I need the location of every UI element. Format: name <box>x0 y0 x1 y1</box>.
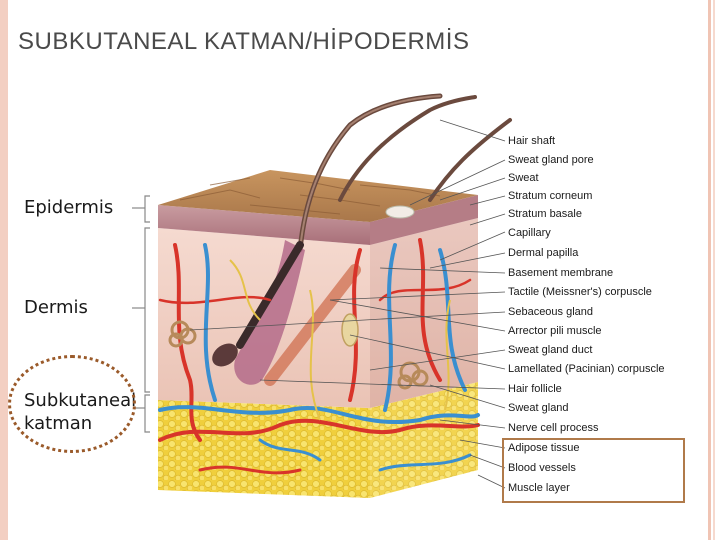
label-sweat: Sweat <box>508 172 539 184</box>
dermis-label: Dermis <box>24 297 88 318</box>
label-hair-follicle: Hair follicle <box>508 383 562 395</box>
label-lamellated-corpuscle: Lamellated (Pacinian) corpuscle <box>508 363 665 375</box>
epidermis-label: Epidermis <box>24 197 113 218</box>
label-hair-shaft: Hair shaft <box>508 135 555 147</box>
label-sebaceous-gland: Sebaceous gland <box>508 306 593 318</box>
label-sweat-gland-pore: Sweat gland pore <box>508 154 594 166</box>
label-dermal-papilla: Dermal papilla <box>508 247 578 259</box>
label-basement-membrane: Basement membrane <box>508 267 613 279</box>
label-stratum-basale: Stratum basale <box>508 208 582 220</box>
label-arrector-pili: Arrector pili muscle <box>508 325 602 337</box>
label-capillary: Capillary <box>508 227 551 239</box>
label-tactile-corpuscle: Tactile (Meissner's) corpuscle <box>508 286 652 298</box>
label-nerve-cell-process: Nerve cell process <box>508 422 598 434</box>
label-stratum-corneum: Stratum corneum <box>508 190 592 202</box>
label-sweat-gland-duct: Sweat gland duct <box>508 344 592 356</box>
subcutaneous-highlight-circle <box>8 355 136 453</box>
pacinian-corpuscle <box>342 314 358 346</box>
label-sweat-gland: Sweat gland <box>508 402 569 414</box>
hypodermis-labels-highlight <box>502 438 685 503</box>
